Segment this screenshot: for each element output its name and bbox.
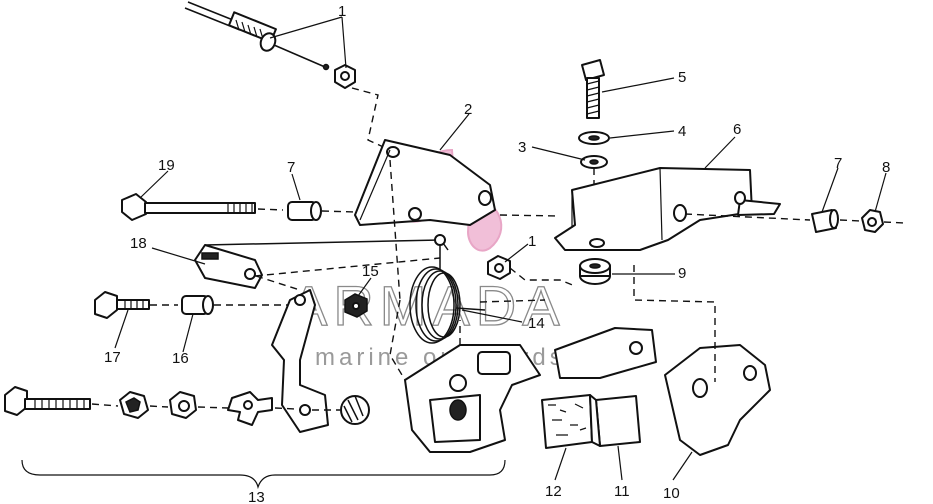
callout-3: 3 (518, 139, 526, 156)
part-18-clevis (194, 239, 441, 291)
part-16-spacer (181, 295, 292, 315)
leader-lines (21, 16, 887, 490)
part-11-backing-plate (589, 394, 641, 447)
watermark-main: ARMADA (290, 274, 566, 337)
part-2-arm-bracket (354, 139, 496, 226)
part-1-linkage-rod (184, 1, 391, 151)
callout-14: 14 (528, 315, 545, 332)
callout-5: 5 (678, 69, 686, 86)
callout-11: 11 (614, 483, 630, 500)
callout-12: 12 (545, 483, 562, 500)
part-1-nut-mid (487, 255, 576, 287)
callout-labels: 1 2 3 4 5 6 7 8 1 9 19 7 18 15 14 17 16 … (104, 3, 890, 504)
part-7-spacer-right (811, 209, 839, 233)
callout-4: 4 (678, 123, 686, 140)
assembly-13-shaft-parts (4, 386, 370, 426)
cam-follower-plate (554, 327, 657, 379)
callout-10: 10 (663, 485, 680, 502)
part-9-bushing (579, 258, 611, 285)
callout-7-right: 7 (834, 155, 842, 172)
callout-17: 17 (104, 349, 121, 366)
callout-15: 15 (362, 263, 379, 280)
watermark: ARMADA marine outboards (289, 148, 566, 371)
part-3-lock-washer (580, 155, 608, 169)
part-12-friction-pad (541, 394, 593, 449)
part-17-bolt (94, 291, 178, 319)
part-5-bolt (581, 59, 605, 119)
part-19-long-bolt (121, 193, 284, 221)
callout-1-top: 1 (338, 3, 346, 20)
callout-19: 19 (158, 157, 175, 174)
throttle-lever (271, 289, 329, 433)
callout-6: 6 (733, 121, 741, 138)
callout-7-left: 7 (287, 159, 295, 176)
callout-1-mid: 1 (528, 233, 536, 250)
part-8-nut (861, 209, 884, 233)
callout-8: 8 (882, 159, 890, 176)
callout-2: 2 (464, 101, 472, 118)
callout-18: 18 (130, 235, 147, 252)
part-14-torsion-spring (409, 234, 486, 344)
part-4-washer (578, 131, 610, 145)
callout-13: 13 (248, 489, 265, 504)
part-6-mounting-bracket (554, 167, 781, 251)
throttle-cam-housing (389, 299, 541, 453)
callout-16: 16 (172, 350, 189, 367)
part-10-bracket-plate (633, 265, 771, 456)
part-7-spacer-left (287, 201, 356, 221)
callout-9: 9 (678, 265, 686, 282)
part-15-nut (344, 293, 368, 318)
